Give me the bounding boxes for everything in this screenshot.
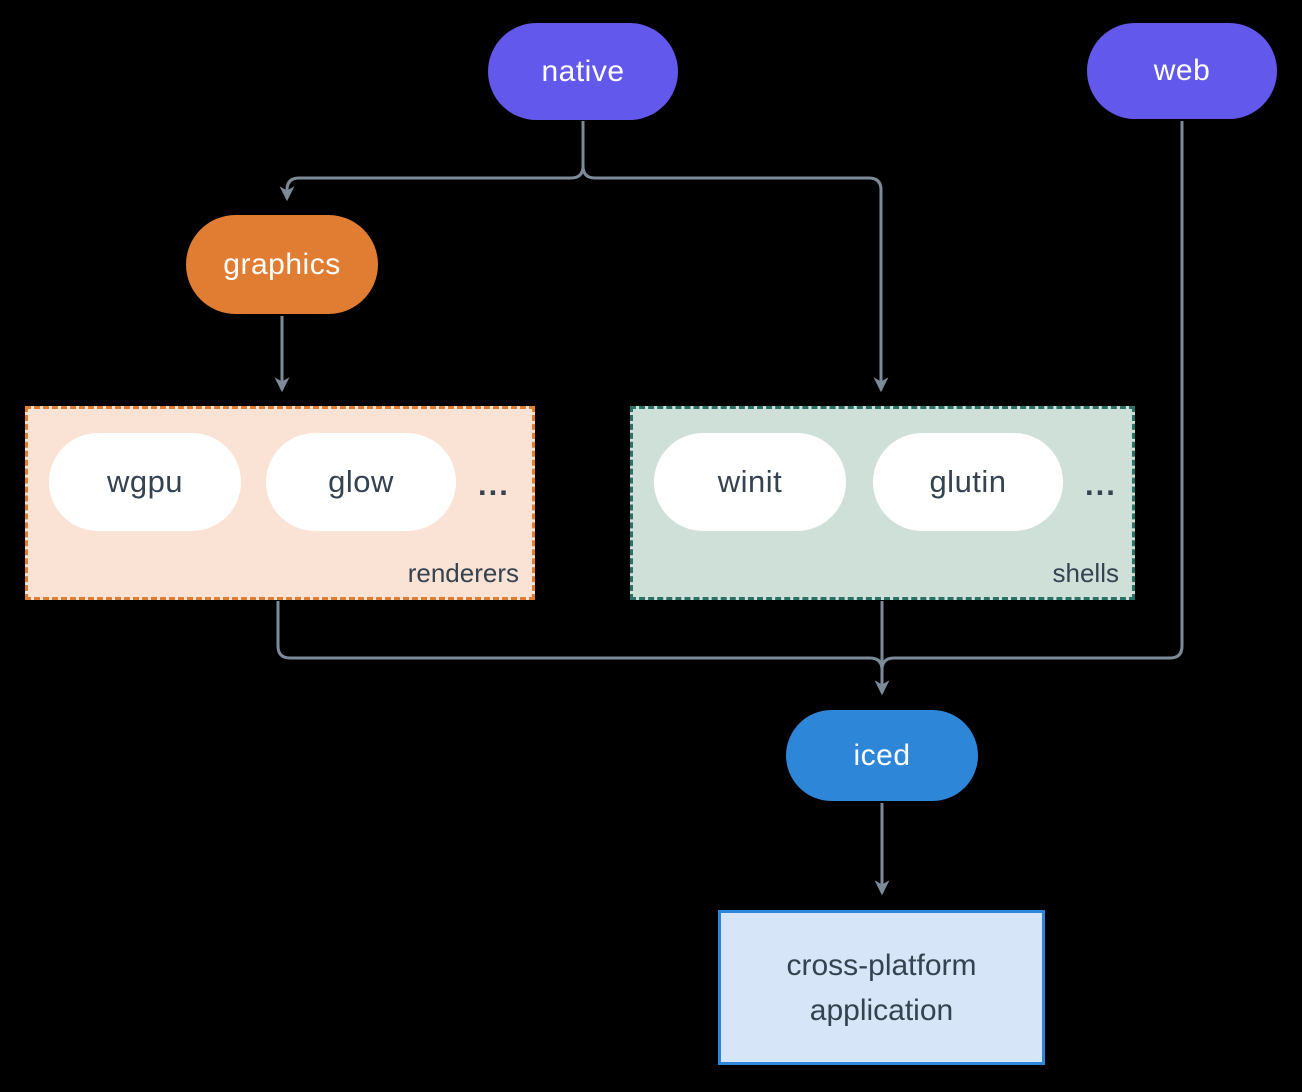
shells-ellipsis: ... bbox=[1085, 467, 1117, 502]
app-label-line1: cross-platform bbox=[786, 948, 977, 982]
group-shells-label: shells bbox=[1052, 558, 1119, 588]
edge-native-to-graphics bbox=[279, 121, 585, 202]
app-label-line2: application bbox=[809, 993, 954, 1027]
node-native: native bbox=[488, 23, 678, 120]
group-renderers: wgpu glow ... renderers bbox=[25, 406, 535, 600]
node-glow: glow bbox=[266, 433, 456, 531]
renderers-ellipsis: ... bbox=[478, 467, 510, 502]
node-glutin-label: glutin bbox=[929, 464, 1007, 499]
node-iced: iced bbox=[786, 710, 978, 801]
node-cross-platform-application: cross-platform application bbox=[718, 910, 1045, 1065]
node-graphics: graphics bbox=[186, 215, 378, 314]
node-winit-label: winit bbox=[717, 464, 783, 499]
node-iced-label: iced bbox=[853, 738, 911, 772]
node-glutin: glutin bbox=[873, 433, 1063, 531]
edge-native-to-shells bbox=[581, 121, 889, 393]
node-web-label: web bbox=[1153, 54, 1211, 87]
node-wgpu: wgpu bbox=[49, 433, 241, 531]
node-native-label: native bbox=[541, 54, 625, 88]
node-wgpu-label: wgpu bbox=[106, 464, 184, 499]
node-graphics-label: graphics bbox=[223, 247, 341, 281]
node-winit: winit bbox=[654, 433, 846, 531]
group-renderers-label: renderers bbox=[407, 558, 519, 588]
node-web: web bbox=[1087, 23, 1277, 119]
edge-renderers-to-merge bbox=[276, 601, 884, 671]
group-shells: winit glutin ... shells bbox=[630, 406, 1135, 600]
node-glow-label: glow bbox=[328, 464, 394, 499]
